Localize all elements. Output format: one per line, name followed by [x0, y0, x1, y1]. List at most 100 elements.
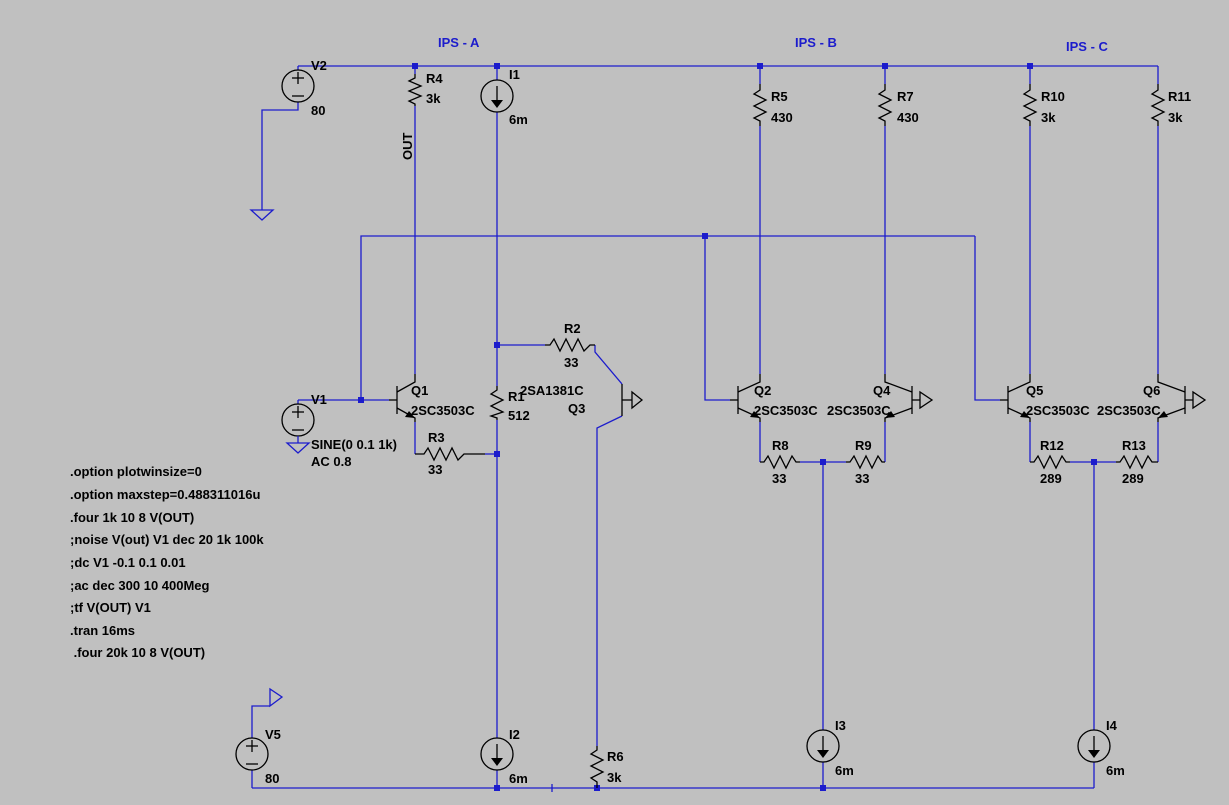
v1-label: V1 [311, 392, 327, 407]
resistor-r9[interactable]: R9 33 [846, 438, 885, 486]
voltage-source-v5[interactable]: V5 80 [235, 687, 284, 786]
wires [251, 65, 1159, 792]
ground-icon [249, 209, 275, 221]
r12-label: R12 [1040, 438, 1064, 453]
ips-a-title: IPS - A [438, 35, 480, 50]
spice-directives[interactable]: .option plotwinsize=0 .option maxstep=0.… [70, 464, 264, 660]
transistor-q6[interactable]: Q6 2SC3503C [1097, 374, 1207, 422]
r6-value: 3k [607, 770, 622, 785]
ips-c-title: IPS - C [1066, 39, 1109, 54]
transistor-q2[interactable]: Q2 2SC3503C [730, 374, 818, 422]
directive-line: ;ac dec 300 10 400Meg [70, 578, 210, 593]
q3-model: 2SA1381C [520, 383, 584, 398]
r13-label: R13 [1122, 438, 1146, 453]
resistor-r13[interactable]: R13 289 [1116, 438, 1158, 486]
i3-label: I3 [835, 718, 846, 733]
r3-label: R3 [428, 430, 445, 445]
r3-value: 33 [428, 462, 442, 477]
q6-model: 2SC3503C [1097, 403, 1161, 418]
v5-label: V5 [265, 727, 281, 742]
resistor-r11[interactable]: R11 3k [1150, 84, 1191, 126]
q1-model: 2SC3503C [411, 403, 475, 418]
q5-model: 2SC3503C [1026, 403, 1090, 418]
i4-label: I4 [1106, 718, 1118, 733]
q4-label: Q4 [873, 383, 891, 398]
transistor-q4[interactable]: Q4 2SC3503C [827, 374, 934, 422]
q4-model: 2SC3503C [827, 403, 891, 418]
i2-value: 6m [509, 771, 528, 786]
v2-label: V2 [311, 58, 327, 73]
r8-value: 33 [772, 471, 786, 486]
r5-label: R5 [771, 89, 788, 104]
transistor-q5[interactable]: Q5 2SC3503C [1000, 374, 1090, 422]
resistor-r8[interactable]: R8 33 [760, 438, 800, 486]
i4-value: 6m [1106, 763, 1125, 778]
voltage-source-v1[interactable]: V1 SINE(0 0.1 1k) AC 0.8 [281, 392, 397, 469]
i1-label: I1 [509, 67, 520, 82]
junctions [358, 63, 1097, 791]
current-source-i3[interactable]: I3 6m [806, 718, 854, 778]
transistor-q1[interactable]: Q1 2SC3503C [389, 374, 475, 422]
r2-label: R2 [564, 321, 581, 336]
i3-value: 6m [835, 763, 854, 778]
r11-label: R11 [1168, 89, 1191, 104]
resistor-r6[interactable]: R6 3k [589, 746, 624, 788]
q6-label: Q6 [1143, 383, 1160, 398]
r4-label: R4 [426, 71, 443, 86]
directive-line: .option maxstep=0.488311016u [70, 487, 260, 502]
r11-value: 3k [1168, 110, 1183, 125]
resistor-r10[interactable]: R10 3k [1022, 84, 1065, 126]
resistor-r12[interactable]: R12 289 [1030, 438, 1070, 486]
r10-value: 3k [1041, 110, 1056, 125]
r12-value: 289 [1040, 471, 1062, 486]
r13-value: 289 [1122, 471, 1144, 486]
current-source-i4[interactable]: I4 6m [1077, 718, 1125, 778]
resistor-r3[interactable]: R3 33 [415, 430, 485, 477]
q6-base-flag-icon [1192, 390, 1207, 410]
directive-line: .four 20k 10 8 V(OUT) [70, 645, 205, 660]
resistor-r4[interactable]: R4 3k [407, 71, 443, 106]
directive-line: .tran 16ms [70, 623, 135, 638]
q4-base-flag-icon [919, 390, 934, 410]
i1-value: 6m [509, 112, 528, 127]
q2-model: 2SC3503C [754, 403, 818, 418]
ips-b-title: IPS - B [795, 35, 837, 50]
r9-value: 33 [855, 471, 869, 486]
r2-value: 33 [564, 355, 578, 370]
r7-value: 430 [897, 110, 919, 125]
v1-value: SINE(0 0.1 1k) [311, 437, 397, 452]
directive-line: ;noise V(out) V1 dec 20 1k 100k [70, 532, 264, 547]
voltage-source-v2[interactable]: V2 80 [281, 58, 327, 118]
r1-label: R1 [508, 389, 525, 404]
current-source-i2[interactable]: I2 6m [480, 727, 528, 786]
directive-line: .option plotwinsize=0 [70, 464, 202, 479]
v1-ac: AC 0.8 [311, 454, 351, 469]
r4-value: 3k [426, 91, 441, 106]
q2-label: Q2 [754, 383, 771, 398]
directive-line: .four 1k 10 8 V(OUT) [70, 510, 194, 525]
i2-label: I2 [509, 727, 520, 742]
v2-value: 80 [311, 103, 325, 118]
resistor-r1[interactable]: R1 512 [488, 386, 530, 423]
net-label-out: OUT [400, 133, 415, 161]
r8-label: R8 [772, 438, 789, 453]
r6-label: R6 [607, 749, 624, 764]
directive-line: ;tf V(OUT) V1 [70, 600, 151, 615]
q3-label: Q3 [568, 401, 585, 416]
transistor-q3[interactable]: 2SA1381C Q3 [520, 383, 644, 416]
q1-label: Q1 [411, 383, 428, 398]
r10-label: R10 [1041, 89, 1065, 104]
r5-value: 430 [771, 110, 793, 125]
resistor-r2[interactable]: R2 33 [545, 321, 595, 370]
resistor-r7[interactable]: R7 430 [877, 84, 919, 126]
current-source-i1[interactable]: I1 6m [480, 67, 528, 127]
supply-flag-icon [269, 687, 284, 708]
v5-value: 80 [265, 771, 279, 786]
r9-label: R9 [855, 438, 872, 453]
r1-value: 512 [508, 408, 530, 423]
q5-label: Q5 [1026, 383, 1043, 398]
r7-label: R7 [897, 89, 914, 104]
q3-base-flag-icon [631, 390, 644, 410]
resistor-r5[interactable]: R5 430 [752, 84, 793, 126]
